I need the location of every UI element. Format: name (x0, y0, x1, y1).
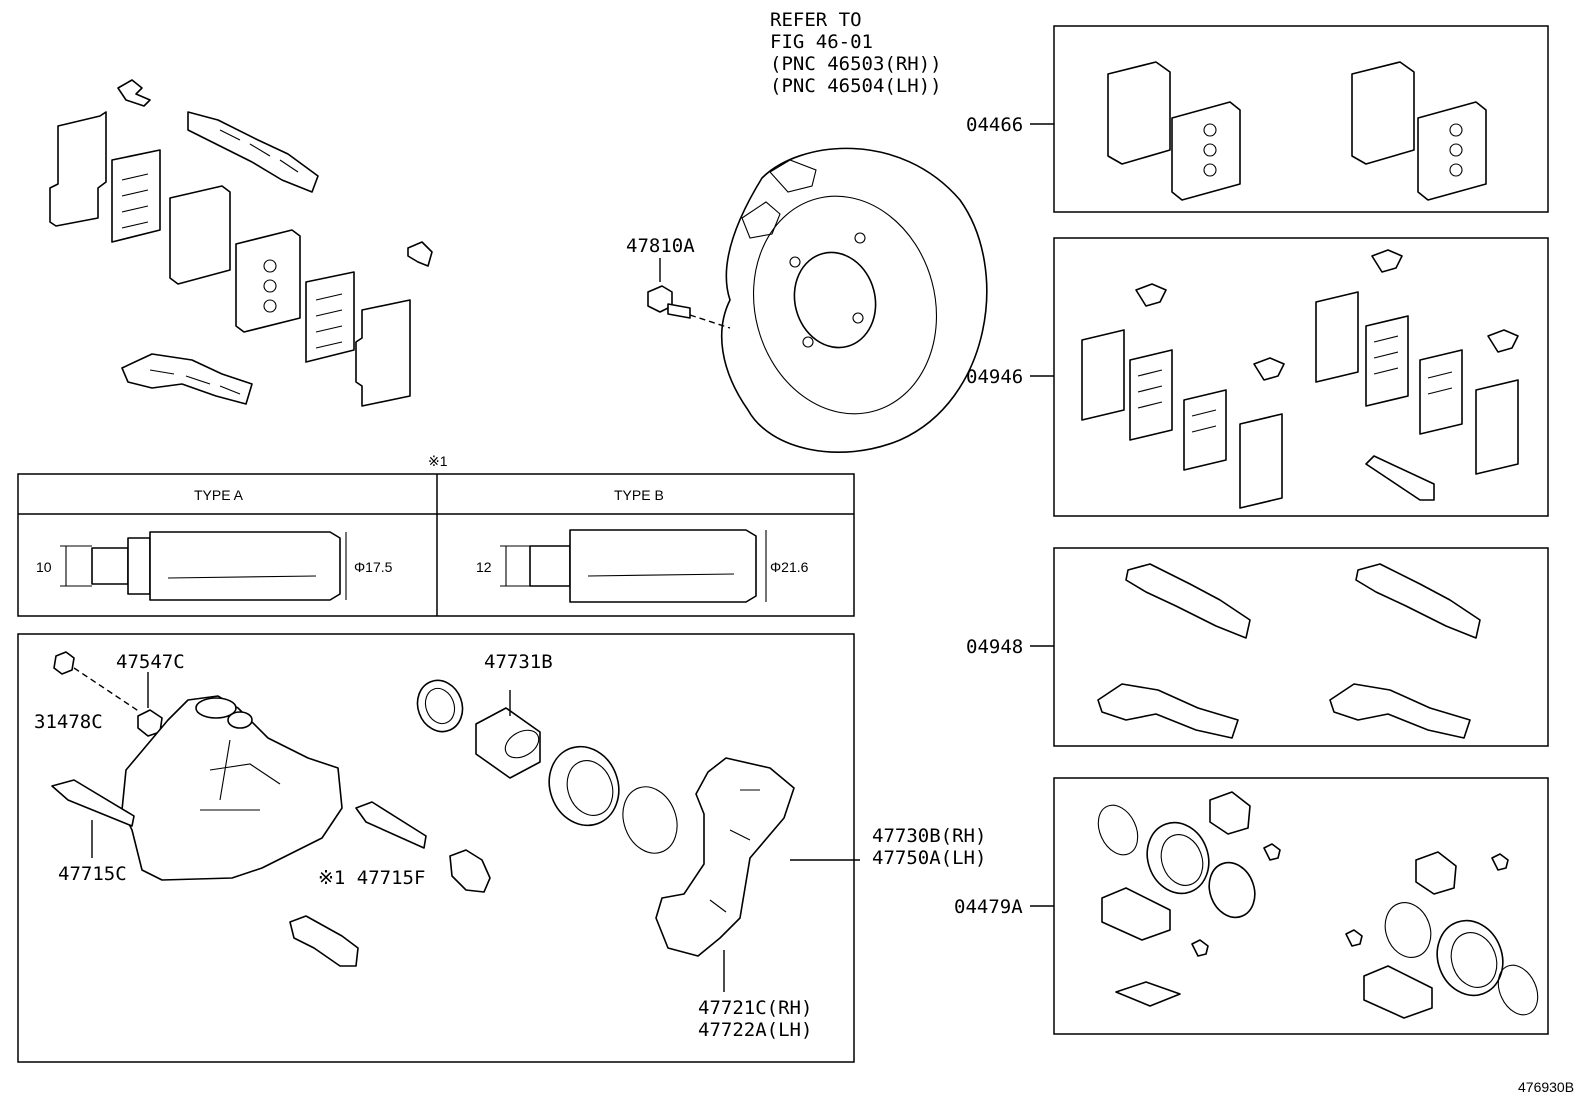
type-a-diameter: Φ17.5 (354, 559, 393, 575)
backing-plate-illustration (720, 147, 988, 453)
bolt-47810A (647, 258, 731, 329)
caliper-box (17, 633, 860, 1063)
type-b-height: 12 (476, 559, 492, 575)
kit-box-04946 (1030, 237, 1549, 517)
type-a-height: 10 (36, 559, 52, 575)
pad-assembly-illustration (49, 79, 433, 407)
label-47750A[interactable]: 47750A(LH) (872, 847, 986, 869)
label-47722A[interactable]: 47722A(LH) (698, 1019, 812, 1041)
type-b-header: TYPE B (614, 487, 664, 503)
label-47731B[interactable]: 47731B (484, 651, 553, 673)
label-04948[interactable]: 04948 (966, 636, 1023, 658)
refer-note-line-3: (PNC 46503(RH)) (770, 53, 942, 75)
label-47810A[interactable]: 47810A (626, 235, 695, 257)
label-47547C[interactable]: 47547C (116, 651, 185, 673)
label-31478C[interactable]: 31478C (34, 711, 103, 733)
figure-id: 476930B (1518, 1079, 1574, 1095)
kit-box-04479A (1030, 777, 1549, 1035)
type-b-diameter: Φ21.6 (770, 559, 809, 575)
label-04479A[interactable]: 04479A (954, 896, 1023, 918)
refer-note-line-2: FIG 46-01 (770, 31, 873, 53)
refer-note-line-1: REFER TO (770, 9, 862, 31)
label-47730B[interactable]: 47730B(RH) (872, 825, 986, 847)
label-47721C[interactable]: 47721C(RH) (698, 997, 812, 1019)
type-a-header: TYPE A (194, 487, 244, 503)
label-04946[interactable]: 04946 (966, 366, 1023, 388)
label-04466[interactable]: 04466 (966, 114, 1023, 136)
note-mark: ※1 (428, 453, 448, 469)
kit-box-04948 (1030, 547, 1549, 747)
refer-note-line-4: (PNC 46504(LH)) (770, 75, 942, 97)
label-47715C[interactable]: 47715C (58, 863, 127, 885)
kit-box-04466 (1030, 25, 1549, 213)
label-47715F[interactable]: ※1 47715F (318, 867, 425, 889)
type-table (17, 473, 855, 617)
